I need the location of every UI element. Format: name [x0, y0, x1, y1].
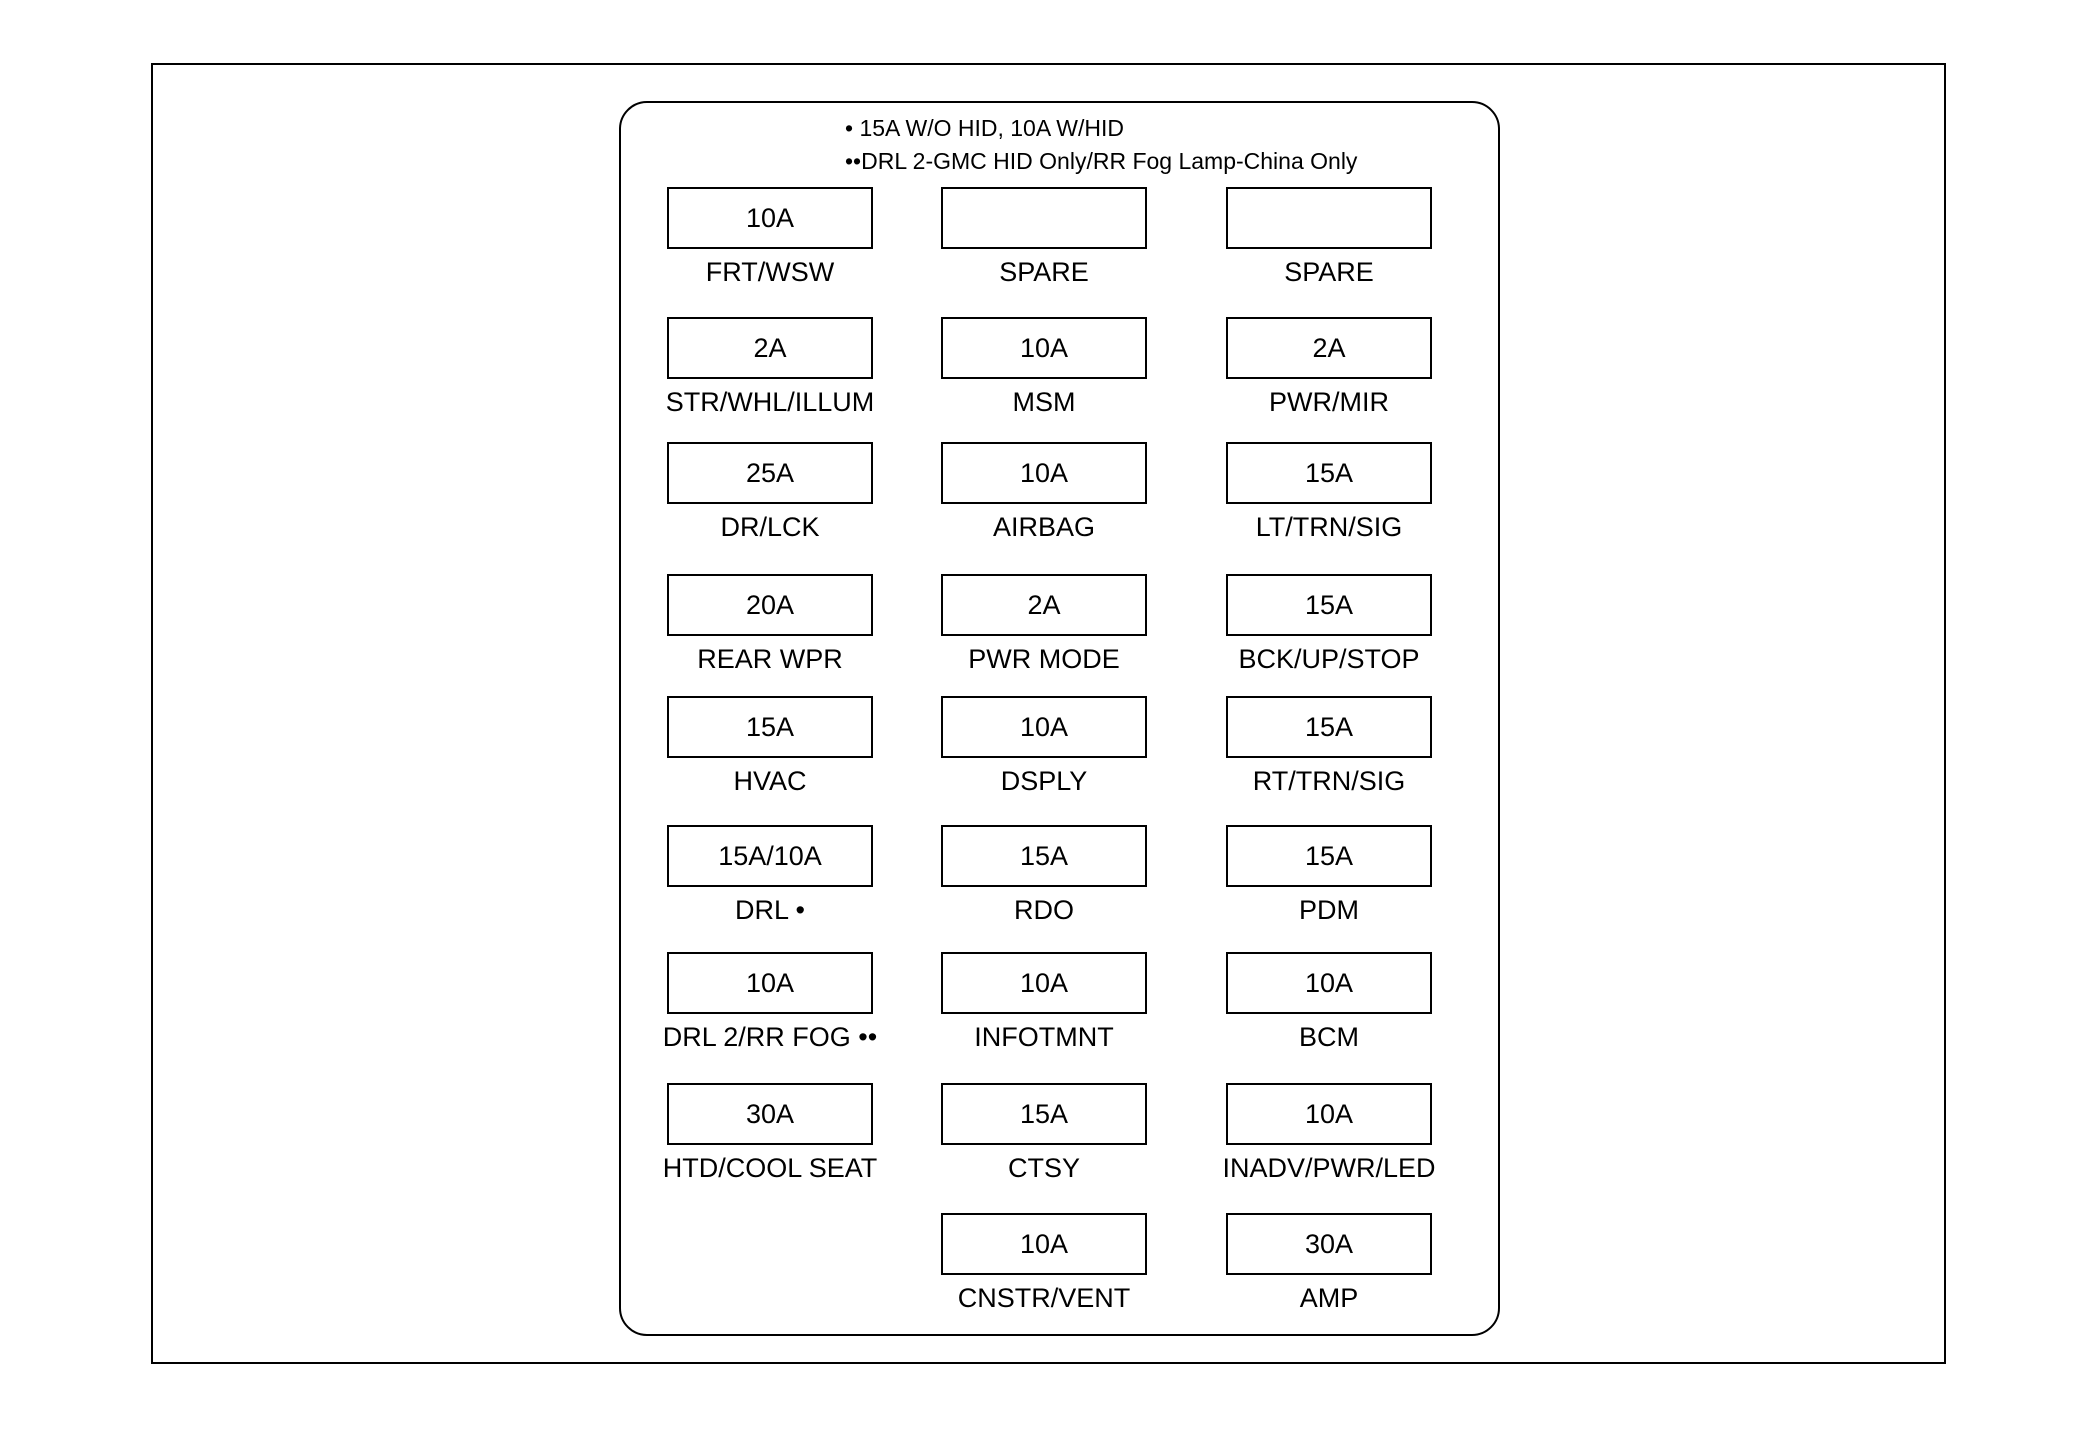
fuse-rating-box	[1226, 187, 1432, 249]
fuse-circuit-label: INADV/PWR/LED	[1222, 1153, 1436, 1183]
fuse-panel	[619, 101, 1500, 1336]
fuse-circuit-label: DRL 2/RR FOG ••	[662, 1022, 878, 1052]
fuse-circuit-label: BCK/UP/STOP	[1238, 644, 1420, 674]
fuse-rating-box: 10A	[1226, 952, 1432, 1014]
fuse-circuit-label: PDM	[1299, 895, 1359, 925]
fuse-circuit-label: SPARE	[999, 257, 1089, 287]
footnote-single-dot: • 15A W/O HID, 10A W/HID	[845, 115, 1125, 141]
fuse-rating-box: 10A	[941, 442, 1147, 504]
fuse-circuit-label: HTD/COOL SEAT	[662, 1153, 878, 1183]
fuse-rating-box: 15A	[941, 1083, 1147, 1145]
fuse-circuit-label: HVAC	[733, 766, 807, 796]
fuse-circuit-label: DSPLY	[1000, 766, 1088, 796]
fuse-rating-box: 10A	[667, 187, 873, 249]
fuse-circuit-label: FRT/WSW	[705, 257, 835, 287]
fuse-rating-box: 15A	[1226, 442, 1432, 504]
fuse-rating-box: 2A	[941, 574, 1147, 636]
fuse-rating-box: 10A	[1226, 1083, 1432, 1145]
fuse-rating-box: 30A	[1226, 1213, 1432, 1275]
fuse-circuit-label: REAR WPR	[697, 644, 843, 674]
fuse-rating-box: 15A	[1226, 696, 1432, 758]
fuse-circuit-label: RT/TRN/SIG	[1252, 766, 1406, 796]
fuse-rating-box: 10A	[941, 317, 1147, 379]
fuse-rating-box: 15A	[941, 825, 1147, 887]
fuse-rating-box: 2A	[1226, 317, 1432, 379]
fuse-circuit-label: CTSY	[1007, 1153, 1080, 1183]
fuse-circuit-label: MSM	[1012, 387, 1076, 417]
diagram-frame	[151, 63, 1946, 1364]
fuse-rating-box: 10A	[667, 952, 873, 1014]
fuse-rating-box: 25A	[667, 442, 873, 504]
fuse-circuit-label: DRL •	[735, 895, 805, 925]
fuse-rating-box: 20A	[667, 574, 873, 636]
fuse-rating-box: 10A	[941, 952, 1147, 1014]
fuse-circuit-label: LT/TRN/SIG	[1255, 512, 1403, 542]
fuse-circuit-label: SPARE	[1284, 257, 1374, 287]
fuse-circuit-label: PWR/MIR	[1269, 387, 1389, 417]
fuse-circuit-label: BCM	[1299, 1022, 1359, 1052]
fuse-rating-box: 15A/10A	[667, 825, 873, 887]
fuse-rating-box	[941, 187, 1147, 249]
fuse-circuit-label: AMP	[1299, 1283, 1359, 1313]
fuse-circuit-label: AIRBAG	[992, 512, 1096, 542]
fuse-circuit-label: CNSTR/VENT	[957, 1283, 1131, 1313]
fuse-circuit-label: DR/LCK	[720, 512, 820, 542]
fuse-rating-box: 30A	[667, 1083, 873, 1145]
fuse-rating-box: 10A	[941, 1213, 1147, 1275]
fuse-rating-box: 15A	[1226, 574, 1432, 636]
fuse-rating-box: 15A	[1226, 825, 1432, 887]
fuse-circuit-label: INFOTMNT	[974, 1022, 1114, 1052]
fuse-rating-box: 15A	[667, 696, 873, 758]
fuse-circuit-label: PWR MODE	[968, 644, 1120, 674]
fuse-rating-box: 10A	[941, 696, 1147, 758]
fuse-circuit-label: RDO	[1014, 895, 1074, 925]
fuse-circuit-label: STR/WHL/ILLUM	[665, 387, 875, 417]
fuse-rating-box: 2A	[667, 317, 873, 379]
footnote-double-dot: ••DRL 2-GMC HID Only/RR Fog Lamp-China O…	[845, 148, 1358, 174]
